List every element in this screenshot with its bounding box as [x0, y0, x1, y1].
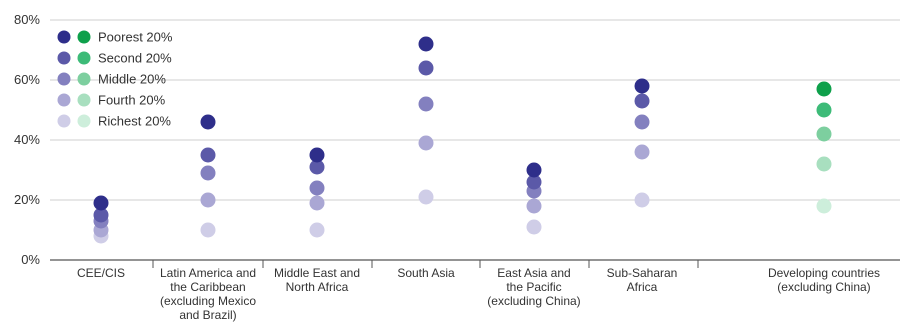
legend-swatch-aggregate [77, 72, 91, 86]
data-point [816, 126, 832, 142]
data-point [93, 195, 109, 211]
data-point [200, 192, 216, 208]
data-point [634, 114, 650, 130]
data-point [418, 135, 434, 151]
y-tick-label: 80% [14, 12, 40, 27]
y-axis-ticks: 0% 20% 40% 60% 80% [14, 12, 40, 267]
legend-swatch-aggregate [77, 51, 91, 65]
legend-swatch [57, 72, 71, 86]
data-point [418, 36, 434, 52]
data-point [526, 162, 542, 178]
data-point [200, 165, 216, 181]
legend-swatch-aggregate [77, 114, 91, 128]
data-point [816, 198, 832, 214]
legend-item: Richest 20% [57, 114, 171, 129]
legend-item: Middle 20% [57, 72, 166, 87]
data-point [309, 195, 325, 211]
grid-layer [50, 19, 900, 261]
data-point [634, 93, 650, 109]
data-point [634, 144, 650, 160]
data-point [418, 189, 434, 205]
category-separators [152, 260, 699, 268]
legend-label: Poorest 20% [98, 30, 173, 45]
data-point [309, 222, 325, 238]
data-point [309, 159, 325, 175]
data-point [816, 102, 832, 118]
legend-label: Fourth 20% [98, 93, 166, 108]
data-point [816, 81, 832, 97]
data-point [93, 207, 109, 223]
data-point [526, 198, 542, 214]
legend-swatch [57, 30, 71, 44]
data-point [418, 96, 434, 112]
legend-swatch-aggregate [77, 30, 91, 44]
legend: Poorest 20% Second 20% Middle 20% Fourth 20… [57, 30, 173, 129]
legend-label: Richest 20% [98, 114, 171, 129]
category-label: South Asia [397, 266, 455, 280]
data-point [309, 180, 325, 196]
category-label: Developing countries(excluding China) [768, 266, 880, 294]
legend-swatch [57, 93, 71, 107]
data-point [526, 174, 542, 190]
legend-item: Poorest 20% [57, 30, 173, 45]
legend-swatch [57, 51, 71, 65]
data-point [200, 147, 216, 163]
legend-swatch-aggregate [77, 93, 91, 107]
data-point [200, 222, 216, 238]
data-points [93, 36, 832, 244]
y-tick-label: 40% [14, 132, 40, 147]
legend-label: Middle 20% [98, 72, 166, 87]
y-tick-label: 20% [14, 192, 40, 207]
data-point [418, 60, 434, 76]
data-point [634, 78, 650, 94]
legend-label: Second 20% [98, 51, 172, 66]
legend-item: Second 20% [57, 51, 172, 66]
legend-item: Fourth 20% [57, 93, 166, 108]
data-point [309, 147, 325, 163]
data-point [634, 192, 650, 208]
category-label: CEE/CIS [77, 266, 125, 280]
data-point [816, 156, 832, 172]
y-tick-label: 0% [21, 252, 40, 267]
data-point [526, 219, 542, 235]
data-point [200, 114, 216, 130]
legend-swatch [57, 114, 71, 128]
y-tick-label: 60% [14, 72, 40, 87]
